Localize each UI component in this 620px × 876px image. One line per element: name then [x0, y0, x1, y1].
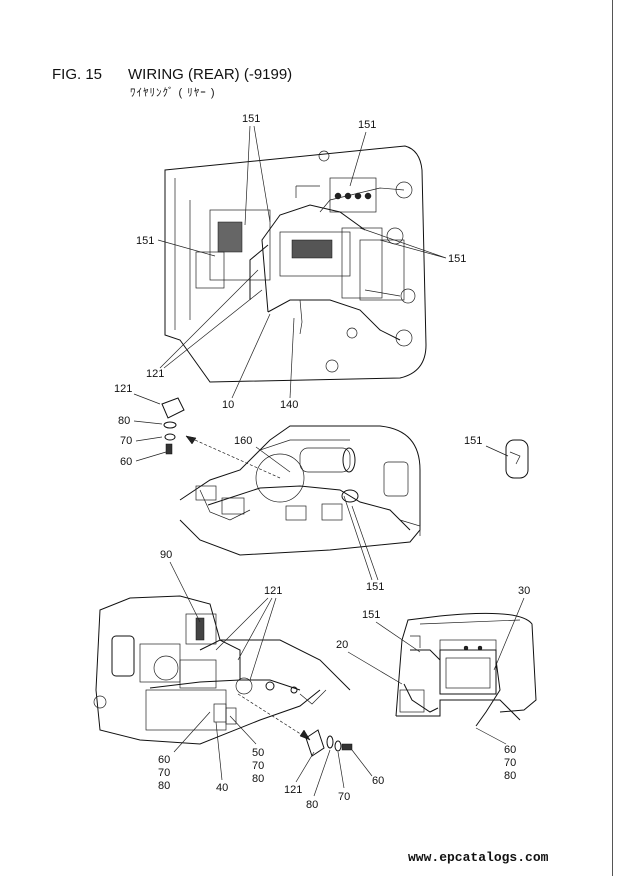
callout-151-a: 151: [242, 113, 260, 125]
callout-50: 50: [252, 747, 264, 759]
callout-60-c: 60: [372, 775, 384, 787]
top-view: [164, 145, 427, 383]
callout-160: 160: [234, 435, 252, 447]
callout-151-f: 151: [366, 581, 384, 593]
callout-70-b: 70: [158, 767, 170, 779]
top-callouts: 151 151 151 151 121 10 140: [136, 113, 466, 411]
callout-121-b: 121: [114, 383, 132, 395]
footer-url[interactable]: www.epcatalogs.com: [408, 850, 549, 865]
callout-140: 140: [280, 399, 298, 411]
callout-60-d: 60: [504, 744, 516, 756]
figure-number: FIG. 15: [52, 66, 103, 83]
middle-view: 160 151 151: [179, 425, 529, 593]
callout-40: 40: [216, 782, 228, 794]
callout-151-d: 151: [448, 253, 466, 265]
callout-151-g: 151: [362, 609, 380, 621]
callout-90: 90: [160, 549, 172, 561]
callout-151-c: 151: [136, 235, 154, 247]
callout-80-d: 80: [306, 799, 318, 811]
callout-20: 20: [336, 639, 348, 651]
callout-70-d: 70: [338, 791, 350, 803]
callout-80-b: 80: [158, 780, 170, 792]
callout-151-e: 151: [464, 435, 482, 447]
figure-title: WIRING (REAR) (-9199): [128, 66, 293, 83]
callout-151-b: 151: [358, 119, 376, 131]
callout-70-a: 70: [120, 435, 132, 447]
left-bottom-view: 90 121 60 70 80 40 50 70 80: [93, 549, 351, 794]
callout-80-e: 80: [504, 770, 516, 782]
figure-subtitle: ﾜｲﾔﾘﾝｸﾞ ( ﾘﾔｰ ): [130, 87, 216, 99]
callout-70-e: 70: [504, 757, 516, 769]
callout-60-b: 60: [158, 754, 170, 766]
callout-121-d: 121: [284, 784, 302, 796]
page-border: [612, 0, 613, 876]
callout-121-c: 121: [264, 585, 282, 597]
callout-121-a: 121: [146, 368, 164, 380]
bottom-clip-parts: 121 80 70 60: [284, 729, 384, 811]
callout-10: 10: [222, 399, 234, 411]
callout-70-c: 70: [252, 760, 264, 772]
clip-assembly: 121 80 70 60: [114, 383, 281, 479]
callout-80-c: 80: [252, 773, 264, 785]
callout-60-a: 60: [120, 456, 132, 468]
callout-80-a: 80: [118, 415, 130, 427]
right-bottom-view: 151 20 30 60 70 80: [336, 585, 537, 782]
callout-30: 30: [518, 585, 530, 597]
